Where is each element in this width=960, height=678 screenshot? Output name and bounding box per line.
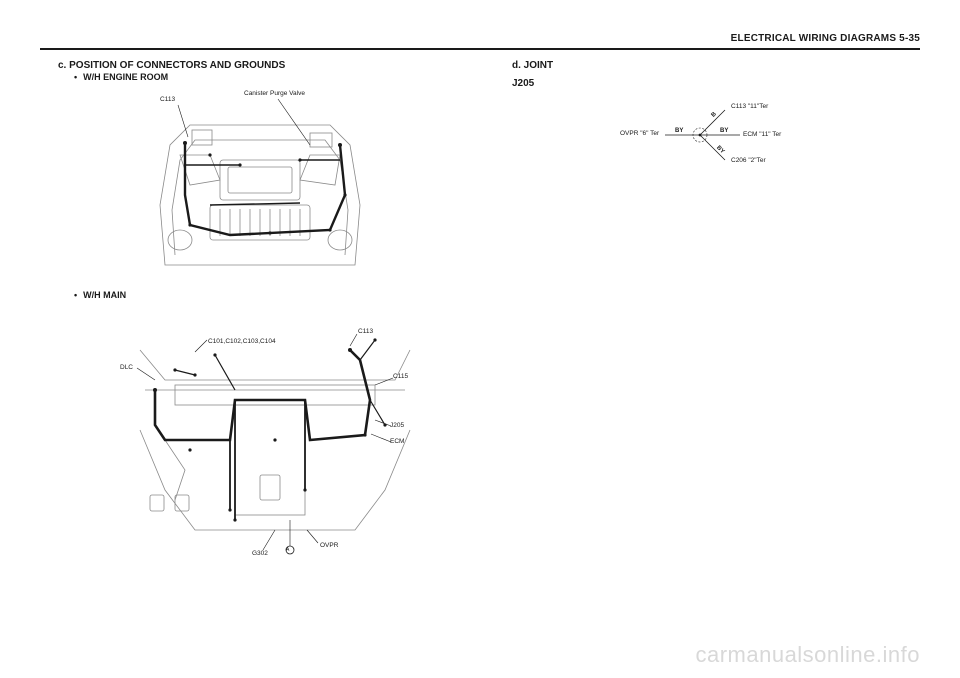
header-rule bbox=[40, 48, 920, 50]
wire-color-left: BY bbox=[675, 128, 684, 134]
label-g302: G302 bbox=[252, 550, 268, 557]
label-ground-symbol: A bbox=[286, 547, 290, 553]
section-d-title: d. JOINT bbox=[512, 60, 554, 71]
label-ecm: ECM bbox=[390, 438, 405, 445]
section-c-title: c. POSITION OF CONNECTORS AND GROUNDS bbox=[58, 60, 286, 71]
watermark-text: carmanualsonline.info bbox=[695, 642, 920, 667]
label-main-c113: C113 bbox=[358, 328, 374, 335]
label-ovpr: OVPR bbox=[320, 542, 339, 549]
page-header-title: ELECTRICAL WIRING DIAGRAMS 5-35 bbox=[730, 33, 920, 44]
main-heading: W/H MAIN bbox=[74, 290, 126, 300]
joint-bottom-terminal: C206 "2"Ter bbox=[731, 157, 766, 164]
label-engine-c113: C113 bbox=[160, 96, 176, 103]
label-dlc: DLC bbox=[120, 364, 134, 371]
joint-j205-diagram bbox=[665, 109, 740, 161]
joint-right-terminal: ECM "11" Ter bbox=[743, 131, 782, 138]
joint-top-terminal: C113 "11"Ter bbox=[731, 103, 769, 110]
engine-room-heading: W/H ENGINE ROOM bbox=[74, 72, 168, 82]
label-canister-purge-valve: Canister Purge Valve bbox=[244, 90, 305, 97]
label-j205: J205 bbox=[390, 422, 405, 429]
main-harness-diagram bbox=[136, 333, 411, 555]
section-d-subtitle: J205 bbox=[512, 78, 535, 89]
label-c101-c104: C101,C102,C103,C104 bbox=[208, 338, 276, 345]
joint-left-terminal: OVPR "6" Ter bbox=[620, 130, 660, 137]
engine-room-diagram bbox=[159, 98, 361, 266]
label-c115: C115 bbox=[393, 373, 409, 380]
wire-color-right: BY bbox=[720, 128, 729, 134]
